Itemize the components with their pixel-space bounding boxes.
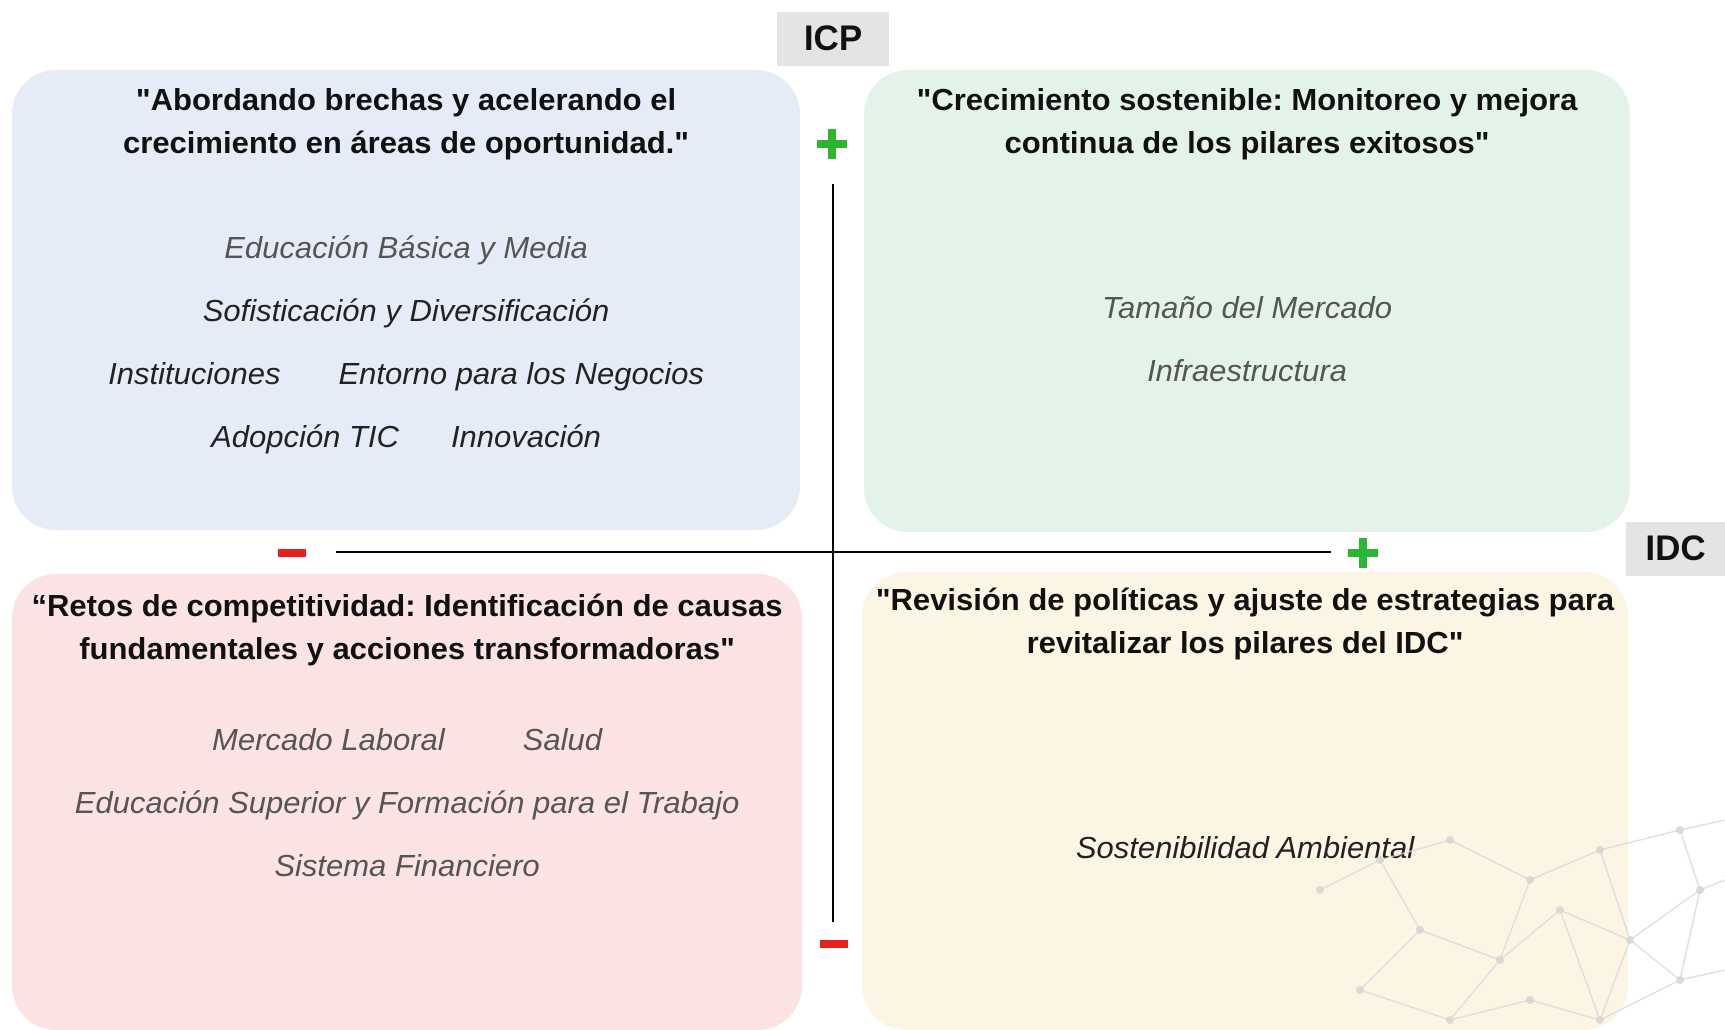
pillar-item: Sofisticación y Diversificación [202,292,610,328]
plus-icon [1348,538,1378,568]
quadrant-title: “Retos de competitividad: Identificación… [31,588,783,666]
quadrant-top-right: "Crecimiento sostenible: Monitoreo y mej… [864,70,1630,532]
icp-axis-line [832,184,834,922]
quadrant-title: "Revisión de políticas y ajuste de estra… [875,582,1615,660]
icp-axis-label: ICP [777,12,889,66]
pillar-item: Entorno para los Negocios [338,355,704,391]
idc-axis-label: IDC [1626,522,1725,576]
pillar-list: Sostenibilidad Ambiental [1076,816,1414,879]
quadrant-bottom-left: “Retos de competitividad: Identificación… [12,574,802,1030]
network-watermark-icon [1316,820,1725,1024]
pillar-item: Sostenibilidad Ambiental [1075,829,1415,865]
pillar-list: Mercado Laboral Salud Educación Superior … [75,708,740,897]
pillar-item: Mercado Laboral [212,721,445,757]
minus-icon [278,549,306,557]
quadrant-bottom-right: "Revisión de políticas y ajuste de estra… [862,572,1628,1030]
pillar-item: Tamaño del Mercado [1101,289,1393,325]
pillar-list: Tamaño del Mercado Infraestructura [1102,276,1392,402]
pillar-item: Educación Superior y Formación para el T… [74,784,740,820]
quadrant-title: "Abordando brechas y acelerando el creci… [123,82,689,160]
pillar-item: Instituciones [108,355,281,391]
pillar-item: Innovación [450,418,601,454]
minus-icon [820,940,848,948]
pillar-item: Sistema Financiero [274,847,540,883]
pillar-item: Salud [522,721,602,757]
pillar-item: Infraestructura [1147,352,1347,388]
quadrant-title: "Crecimiento sostenible: Monitoreo y mej… [916,82,1578,160]
idc-axis-line [336,551,1331,553]
quadrant-top-left: "Abordando brechas y acelerando el creci… [12,70,800,530]
plus-icon [817,129,847,159]
pillar-item: Educación Básica y Media [224,229,588,265]
pillar-list: Educación Básica y Media Sofisticación y… [108,216,704,468]
pillar-item: Adopción TIC [211,418,399,454]
